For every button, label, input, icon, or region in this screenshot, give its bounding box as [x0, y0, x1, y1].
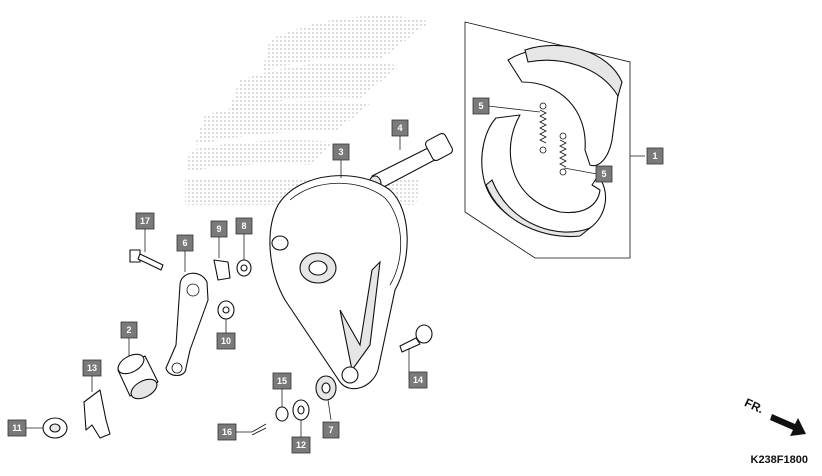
brake-shoe-lower — [481, 114, 607, 238]
nut-12 — [292, 399, 310, 421]
callout-1: 1 — [646, 147, 664, 165]
washer-15 — [275, 406, 289, 422]
callout-6: 6 — [176, 234, 194, 252]
svg-text:12: 12 — [296, 440, 306, 450]
brake-arm — [165, 272, 209, 377]
svg-text:FR.: FR. — [742, 395, 765, 416]
front-arrow-icon: FR. — [742, 395, 806, 436]
bolt-14 — [399, 324, 433, 353]
washer-8 — [236, 259, 252, 277]
brake-shoe-group-bracket — [464, 21, 631, 259]
callout-15: 15 — [272, 372, 292, 390]
svg-text:15: 15 — [277, 376, 287, 386]
svg-text:8: 8 — [241, 221, 246, 231]
wear-indicator-9 — [213, 259, 231, 281]
callout-5-lower: 5 — [595, 165, 613, 183]
cotter-pin-16 — [251, 423, 267, 436]
washer-7 — [315, 375, 337, 401]
callout-5-upper: 5 — [472, 97, 490, 115]
svg-text:5: 5 — [601, 169, 606, 179]
svg-text:4: 4 — [397, 123, 402, 133]
callout-10: 10 — [216, 332, 236, 350]
svg-text:9: 9 — [216, 224, 221, 234]
svg-text:5: 5 — [478, 101, 483, 111]
shoe-spring-right — [559, 132, 567, 176]
svg-text:1: 1 — [652, 151, 657, 161]
callout-17: 17 — [135, 212, 155, 230]
brake-shoe-upper — [507, 44, 623, 167]
svg-text:2: 2 — [126, 325, 131, 335]
svg-text:7: 7 — [328, 425, 333, 435]
bolt-17 — [129, 249, 164, 271]
svg-text:13: 13 — [87, 363, 97, 373]
brake-panel — [269, 175, 408, 390]
callout-11: 11 — [7, 419, 27, 437]
svg-text:17: 17 — [140, 216, 150, 226]
callout-14: 14 — [408, 371, 428, 389]
diagram-code: K238F1800 — [750, 454, 809, 466]
callout-7: 7 — [322, 421, 340, 439]
svg-text:14: 14 — [413, 375, 423, 385]
callout-13: 13 — [82, 359, 102, 377]
nut-10 — [217, 300, 235, 320]
callout-9: 9 — [210, 220, 228, 238]
collar — [117, 353, 159, 400]
callout-4: 4 — [391, 119, 409, 137]
callout-3: 3 — [332, 143, 350, 161]
svg-text:16: 16 — [222, 427, 232, 437]
leader-lines — [26, 105, 645, 437]
nut-11 — [42, 417, 68, 439]
callout-12: 12 — [291, 436, 311, 454]
svg-text:3: 3 — [338, 147, 343, 157]
plate-13 — [83, 389, 111, 439]
svg-text:11: 11 — [12, 423, 22, 433]
callout-8: 8 — [235, 217, 253, 235]
shoe-spring-left — [539, 102, 547, 154]
honda-wing-watermark — [185, 15, 430, 205]
svg-text:10: 10 — [221, 336, 231, 346]
callout-2: 2 — [120, 321, 138, 339]
callout-16: 16 — [217, 423, 237, 441]
svg-text:6: 6 — [182, 238, 187, 248]
